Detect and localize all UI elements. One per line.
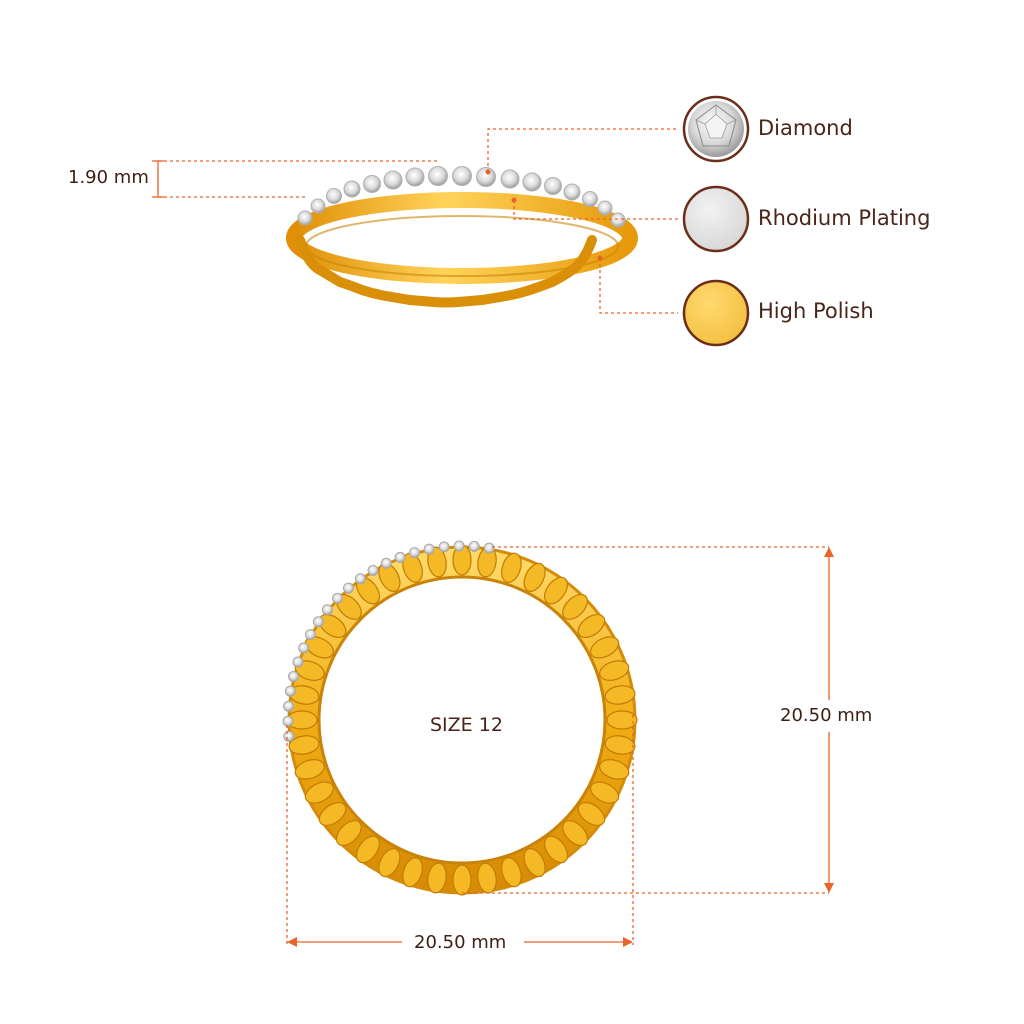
diamond-swatch-icon bbox=[682, 95, 750, 163]
vertical-diameter-dimension bbox=[462, 546, 830, 894]
legend-diamond-label: Diamond bbox=[758, 116, 853, 140]
gold-swatch-icon bbox=[682, 279, 750, 347]
height-dimension bbox=[152, 160, 440, 198]
height-dimension-label: 1.90 mm bbox=[68, 167, 149, 188]
ring-size-label: SIZE 12 bbox=[430, 714, 503, 736]
rhodium-swatch-icon bbox=[682, 185, 750, 253]
legend-leader-lines bbox=[487, 128, 678, 314]
ring-front-view bbox=[282, 540, 638, 896]
horizontal-diameter-label: 20.50 mm bbox=[414, 932, 507, 953]
legend-high-polish-label: High Polish bbox=[758, 299, 874, 323]
ring-side-view bbox=[286, 166, 638, 308]
legend-rhodium-label: Rhodium Plating bbox=[758, 206, 931, 230]
vertical-diameter-label: 20.50 mm bbox=[780, 705, 873, 726]
horizontal-diameter-dimension bbox=[286, 715, 634, 945]
